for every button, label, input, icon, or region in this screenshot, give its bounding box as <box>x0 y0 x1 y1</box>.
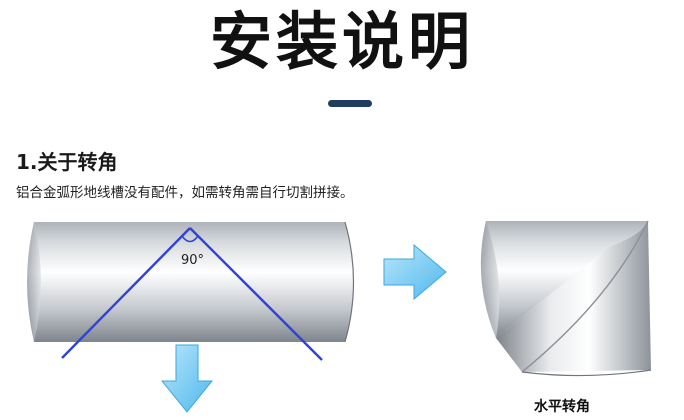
angle-label: 90° <box>181 253 204 268</box>
section-description: 铝合金弧形地线槽没有配件，如需转角需自行切割拼接。 <box>16 185 354 201</box>
straight-channel <box>27 221 355 343</box>
arrow-right-icon <box>383 243 447 301</box>
v-cut-lines <box>61 227 323 361</box>
page-title: 安装说明 <box>209 5 474 78</box>
arrow-down-icon <box>160 344 214 413</box>
title-divider <box>328 100 372 107</box>
section-heading: 1.关于转角 <box>16 150 118 174</box>
horizontal-corner-piece <box>480 220 652 377</box>
corner-caption: 水平转角 <box>534 399 590 415</box>
